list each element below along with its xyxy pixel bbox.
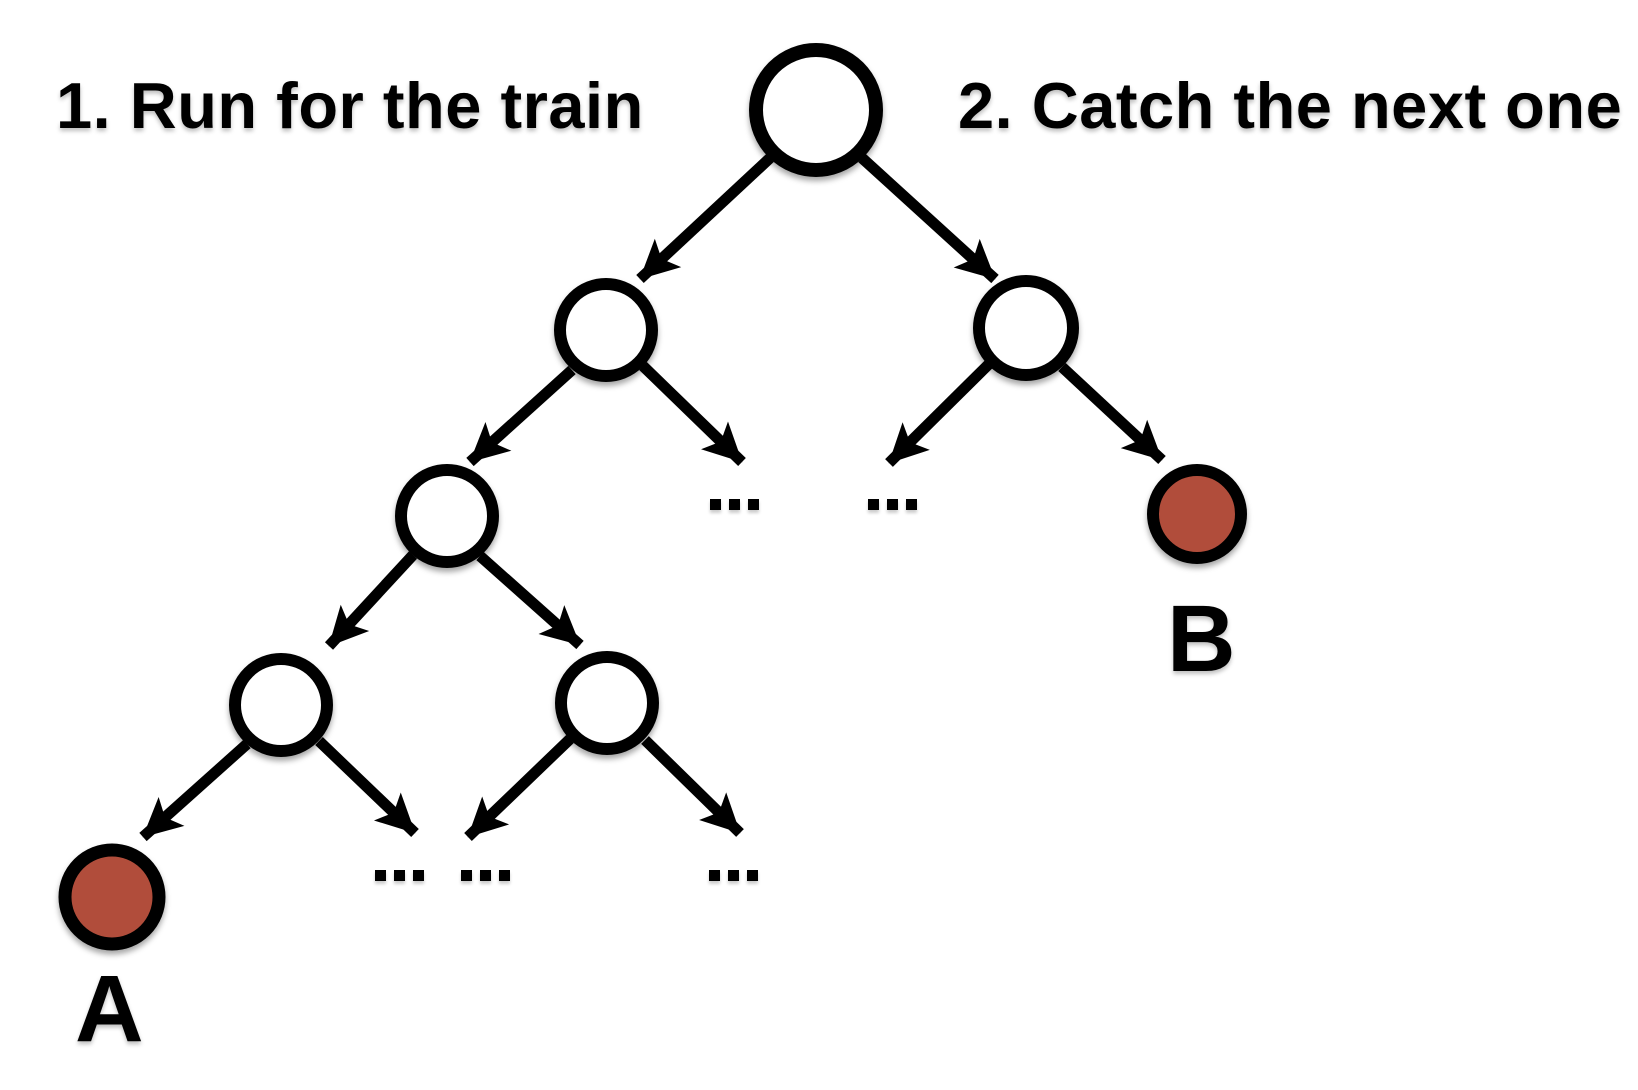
ellipsis-mid-right [868, 499, 917, 510]
ellipsis-dot [413, 870, 424, 881]
tree-node-leaf-b-filled [1147, 464, 1247, 564]
tree-node-leaf-a-filled [58, 843, 166, 951]
tree-edge-l3-left-to-l4-left [324, 551, 418, 650]
ellipsis-dot [394, 870, 405, 881]
ellipsis-dot [729, 499, 740, 510]
tree-node-l3-left [395, 464, 499, 568]
tree-edge-l3-left-to-l4-right [476, 551, 584, 650]
tree-node-l2-right [973, 275, 1079, 381]
ellipsis-dot [710, 499, 721, 510]
tree-edge-l2-left-to-ellipsis-mid-left [639, 362, 746, 466]
leaf-b-label: B [1167, 586, 1236, 692]
ellipsis-dot [499, 870, 510, 881]
tree-node-l4-right [555, 651, 659, 755]
caption-run-for-the-train: 1. Run for the train [56, 69, 644, 142]
tree-edge-root-to-l2-right [858, 153, 999, 284]
ellipsis-mid-left [710, 499, 759, 510]
ellipsis-bottom-1 [375, 870, 424, 881]
tree-edge-l2-right-to-leaf-b [1058, 362, 1166, 465]
caption-catch-the-next-one: 2. Catch the next one [958, 69, 1623, 142]
ellipsis-dot [480, 870, 491, 881]
ellipsis-bottom-3 [709, 870, 758, 881]
tree-edge-l4-right-to-ellipsis-bottom-2 [464, 735, 574, 841]
tree-edge-root-to-l2-left [636, 153, 774, 284]
ellipsis-dot [728, 870, 739, 881]
ellipsis-bottom-2 [461, 870, 510, 881]
tree-edge-l4-left-to-ellipsis-bottom-1 [315, 737, 419, 837]
ellipsis-dot [868, 499, 879, 510]
ellipsis-dot [375, 870, 386, 881]
tree-node-root [749, 43, 883, 177]
ellipsis-dot [906, 499, 917, 510]
tree-edge-l2-right-to-ellipsis-mid-right [885, 360, 993, 467]
edge-layer [139, 153, 1166, 842]
ellipsis-dot [887, 499, 898, 510]
tree-node-l2-left [554, 278, 658, 382]
ellipsis-dot [461, 870, 472, 881]
ellipsis-dot [747, 870, 758, 881]
ellipsis-dot [748, 499, 759, 510]
leaf-a-label: A [75, 956, 144, 1062]
tree-edge-l4-left-to-leaf-a [139, 739, 251, 842]
tree-node-l4-left [229, 653, 333, 757]
tree-edge-l2-left-to-l3-left [466, 365, 576, 467]
tree-edge-l4-right-to-ellipsis-bottom-3 [641, 736, 744, 837]
node-layer [58, 43, 1247, 951]
ellipsis-dot [709, 870, 720, 881]
